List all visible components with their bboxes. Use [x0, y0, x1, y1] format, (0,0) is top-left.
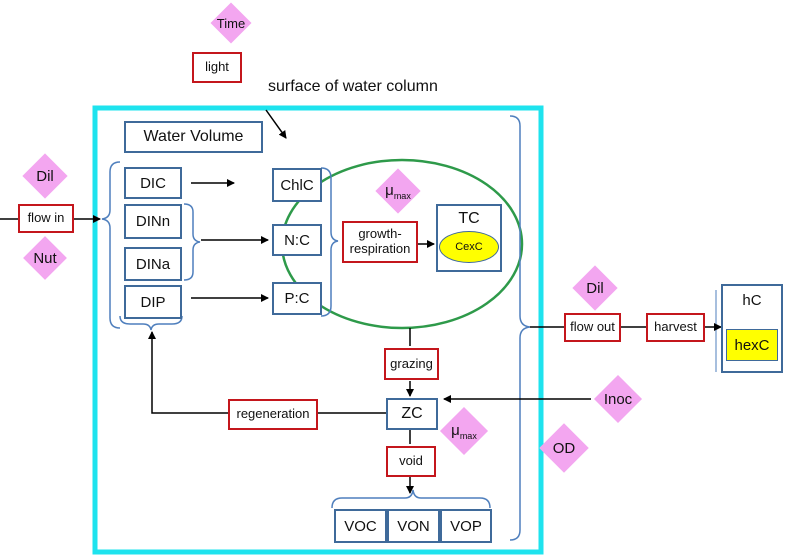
- chlc-box: ChlC: [272, 168, 322, 202]
- dina-box: DINa: [124, 247, 182, 281]
- din-brace: [183, 203, 201, 281]
- dil-out-diamond: Dil: [568, 265, 622, 311]
- mu-max-zc-label: μmax: [451, 422, 477, 441]
- nut-label: Nut: [33, 249, 57, 267]
- water-volume-box: Water Volume: [124, 121, 263, 153]
- harvest-box: harvest: [646, 313, 705, 342]
- light-box: light: [192, 52, 242, 83]
- dinn-label: DINn: [135, 213, 171, 230]
- mu-symbol-zc: μ: [451, 421, 460, 439]
- nut-diamond: Nut: [18, 236, 72, 280]
- tc-box: TC CexC: [436, 204, 502, 272]
- mu-symbol: μ: [385, 181, 394, 199]
- voc-label: VOC: [344, 517, 377, 535]
- vo-brace: [331, 489, 491, 509]
- vop-box: VOP: [440, 509, 492, 543]
- time-diamond: Time: [206, 2, 256, 44]
- od-label: OD: [552, 439, 576, 457]
- pc-box: P:C: [272, 282, 322, 315]
- dil-in-label: Dil: [36, 167, 54, 185]
- mu-sub: max: [393, 190, 411, 201]
- hexc-label: hexC: [734, 336, 770, 354]
- hc-label: hC: [742, 292, 762, 309]
- pc-label: P:C: [284, 290, 310, 307]
- growth-respiration-label: growth- respiration: [349, 226, 411, 256]
- od-diamond: OD: [536, 422, 592, 474]
- water-column-box: [92, 105, 544, 555]
- dip-box: DIP: [124, 285, 182, 319]
- water-volume-label: Water Volume: [143, 128, 244, 145]
- chlc-label: ChlC: [280, 176, 314, 194]
- mu-max-top-label: μmax: [385, 182, 411, 201]
- hexc-box: hexC: [726, 329, 778, 361]
- void-label: void: [399, 453, 423, 469]
- dip-label: DIP: [140, 293, 166, 311]
- grazing-label: grazing: [390, 355, 433, 371]
- voc-box: VOC: [334, 509, 387, 543]
- left-brace: [101, 161, 121, 329]
- hc-box: hC hexC: [721, 284, 783, 373]
- nc-label: N:C: [284, 231, 310, 249]
- mu-max-top-diamond: μmax: [370, 168, 426, 214]
- flow-out-label: flow out: [570, 319, 615, 335]
- inoc-diamond: Inoc: [590, 374, 646, 424]
- dil-in-diamond: Dil: [18, 153, 72, 199]
- tc-label: TC: [458, 210, 480, 227]
- light-label: light: [205, 59, 229, 75]
- surface-label: surface of water column: [268, 78, 438, 95]
- dil-out-label: Dil: [586, 279, 604, 297]
- void-box: void: [386, 446, 436, 477]
- regeneration-label: regeneration: [236, 406, 310, 422]
- regeneration-box: regeneration: [228, 399, 318, 430]
- ratio-brace: [320, 167, 339, 317]
- von-label: VON: [397, 517, 430, 535]
- dina-label: DINa: [135, 255, 171, 273]
- flow-in-box: flow in: [18, 204, 74, 233]
- mu-max-zc-diamond: μmax: [438, 405, 490, 457]
- zc-box: ZC: [386, 398, 438, 430]
- cexc-label: CexC: [455, 241, 483, 253]
- growth-respiration-box: growth- respiration: [342, 221, 418, 263]
- von-box: VON: [387, 509, 440, 543]
- time-label: Time: [216, 15, 246, 31]
- dic-box: DIC: [124, 167, 182, 199]
- dinn-box: DINn: [124, 204, 182, 239]
- inoc-label: Inoc: [603, 390, 633, 408]
- vop-label: VOP: [450, 517, 482, 535]
- grazing-box: grazing: [384, 348, 439, 380]
- cexc-ellipse: CexC: [439, 231, 499, 263]
- flow-out-box: flow out: [564, 313, 621, 342]
- dic-label: DIC: [140, 174, 166, 192]
- flow-in-label: flow in: [27, 210, 65, 226]
- dip-bottom-brace: [119, 315, 183, 331]
- right-brace: [509, 115, 531, 541]
- nc-box: N:C: [272, 224, 322, 256]
- zc-label: ZC: [401, 405, 423, 422]
- mu-sub-zc: max: [459, 430, 477, 441]
- harvest-label: harvest: [654, 319, 697, 335]
